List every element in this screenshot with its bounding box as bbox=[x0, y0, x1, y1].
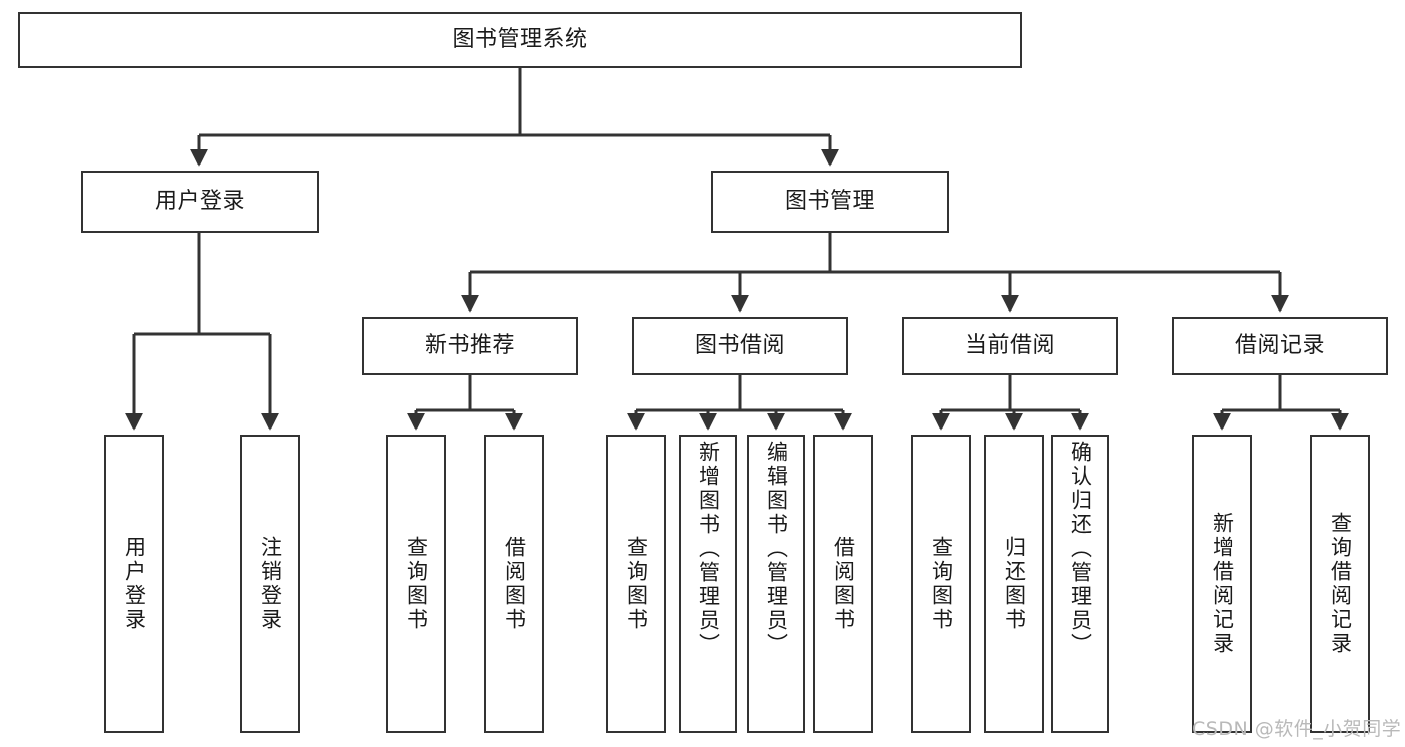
node-leaf-return-book[interactable]: 归还图书 bbox=[984, 435, 1044, 733]
node-leaf-add-book[interactable]: 新增图书（管理员） bbox=[679, 435, 737, 733]
node-leaf-logout[interactable]: 注销登录 bbox=[240, 435, 300, 733]
node-leaf-confirm-return[interactable]: 确认归还（管理员） bbox=[1051, 435, 1109, 733]
node-leaf-borrow-book-2[interactable]: 借阅图书 bbox=[813, 435, 873, 733]
node-user-login[interactable]: 用户登录 bbox=[81, 171, 319, 233]
node-label: 确认归还（管理员） bbox=[1068, 441, 1093, 657]
node-label: 图书管理 bbox=[784, 188, 875, 214]
node-new-book-rec[interactable]: 新书推荐 bbox=[362, 317, 578, 375]
node-label: 新增借阅记录 bbox=[1210, 512, 1235, 656]
node-label: 归还图书 bbox=[1002, 536, 1027, 632]
node-leaf-add-record[interactable]: 新增借阅记录 bbox=[1192, 435, 1252, 733]
node-leaf-query-book-2[interactable]: 查询图书 bbox=[606, 435, 666, 733]
node-label: 当前借阅 bbox=[964, 332, 1055, 358]
node-label: 借阅记录 bbox=[1234, 332, 1325, 358]
node-label: 用户登录 bbox=[122, 536, 147, 632]
node-leaf-user-login[interactable]: 用户登录 bbox=[104, 435, 164, 733]
node-book-manage[interactable]: 图书管理 bbox=[711, 171, 949, 233]
node-label: 注销登录 bbox=[258, 536, 283, 632]
node-borrow-record[interactable]: 借阅记录 bbox=[1172, 317, 1388, 375]
node-leaf-query-book-3[interactable]: 查询图书 bbox=[911, 435, 971, 733]
node-label: 新书推荐 bbox=[424, 332, 515, 358]
node-root-system[interactable]: 图书管理系统 bbox=[18, 12, 1022, 68]
node-label: 查询图书 bbox=[404, 536, 429, 632]
node-book-borrow[interactable]: 图书借阅 bbox=[632, 317, 848, 375]
node-label: 查询借阅记录 bbox=[1328, 512, 1353, 656]
node-label: 借阅图书 bbox=[502, 536, 527, 632]
csdn-watermark: CSDN @软件_小贺同学 bbox=[1192, 718, 1402, 740]
node-current-borrow[interactable]: 当前借阅 bbox=[902, 317, 1118, 375]
node-label: 图书借阅 bbox=[694, 332, 785, 358]
node-leaf-borrow-book-1[interactable]: 借阅图书 bbox=[484, 435, 544, 733]
node-label: 图书管理系统 bbox=[452, 26, 588, 52]
node-label: 用户登录 bbox=[154, 188, 245, 214]
node-leaf-query-record[interactable]: 查询借阅记录 bbox=[1310, 435, 1370, 733]
node-leaf-query-book-1[interactable]: 查询图书 bbox=[386, 435, 446, 733]
node-label: 借阅图书 bbox=[831, 536, 856, 632]
node-label: 查询图书 bbox=[929, 536, 954, 632]
node-label: 编辑图书（管理员） bbox=[764, 441, 789, 657]
node-label: 查询图书 bbox=[624, 536, 649, 632]
node-label: 新增图书（管理员） bbox=[696, 441, 721, 657]
node-leaf-edit-book[interactable]: 编辑图书（管理员） bbox=[747, 435, 805, 733]
